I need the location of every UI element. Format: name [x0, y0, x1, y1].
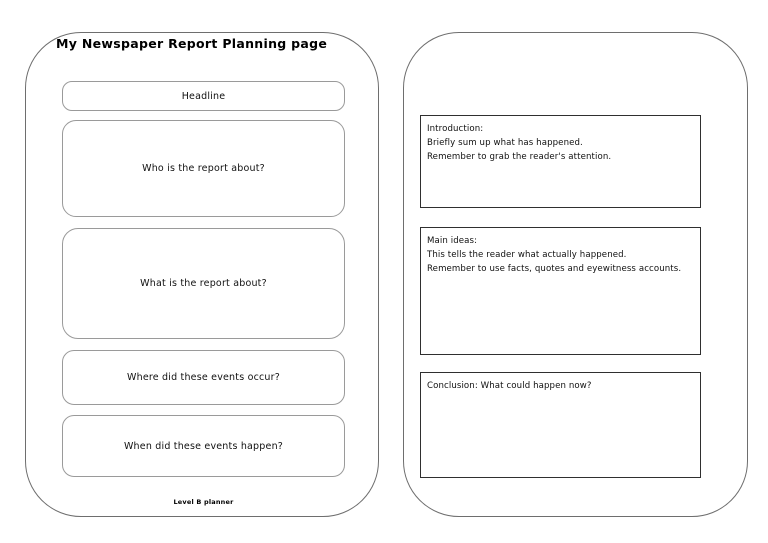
- prompt-box-what[interactable]: What is the report about?: [62, 228, 345, 339]
- section-line: This tells the reader what actually happ…: [427, 250, 627, 260]
- section-box-conclusion[interactable]: Conclusion: What could happen now?: [420, 372, 701, 478]
- section-line: Main ideas:: [427, 236, 478, 246]
- prompt-label-headline: Headline: [181, 90, 226, 102]
- footer-note: Level B planner: [173, 498, 234, 506]
- section-box-introduction[interactable]: Introduction: Briefly sum up what has ha…: [420, 115, 701, 208]
- prompt-label-what: What is the report about?: [140, 278, 267, 289]
- page-title: My Newspaper Report Planning page: [56, 36, 328, 51]
- prompt-label-when: When did these events happen?: [123, 440, 284, 452]
- prompt-box-where[interactable]: Where did these events occur?: [62, 350, 345, 405]
- section-line: Remember to grab the reader's attention.: [427, 152, 612, 162]
- section-line: Conclusion: What could happen now?: [427, 381, 592, 391]
- prompt-label-who: Who is the report about?: [142, 163, 265, 174]
- section-box-main-ideas[interactable]: Main ideas: This tells the reader what a…: [420, 227, 701, 355]
- prompt-box-when[interactable]: When did these events happen?: [62, 415, 345, 477]
- section-line: Briefly sum up what has happened.: [427, 138, 583, 148]
- section-line: Introduction:: [427, 124, 484, 134]
- prompt-box-headline[interactable]: Headline: [62, 81, 345, 111]
- prompt-label-where: Where did these events occur?: [127, 372, 280, 383]
- prompt-box-who[interactable]: Who is the report about?: [62, 120, 345, 217]
- section-line: Remember to use facts, quotes and eyewit…: [427, 264, 682, 274]
